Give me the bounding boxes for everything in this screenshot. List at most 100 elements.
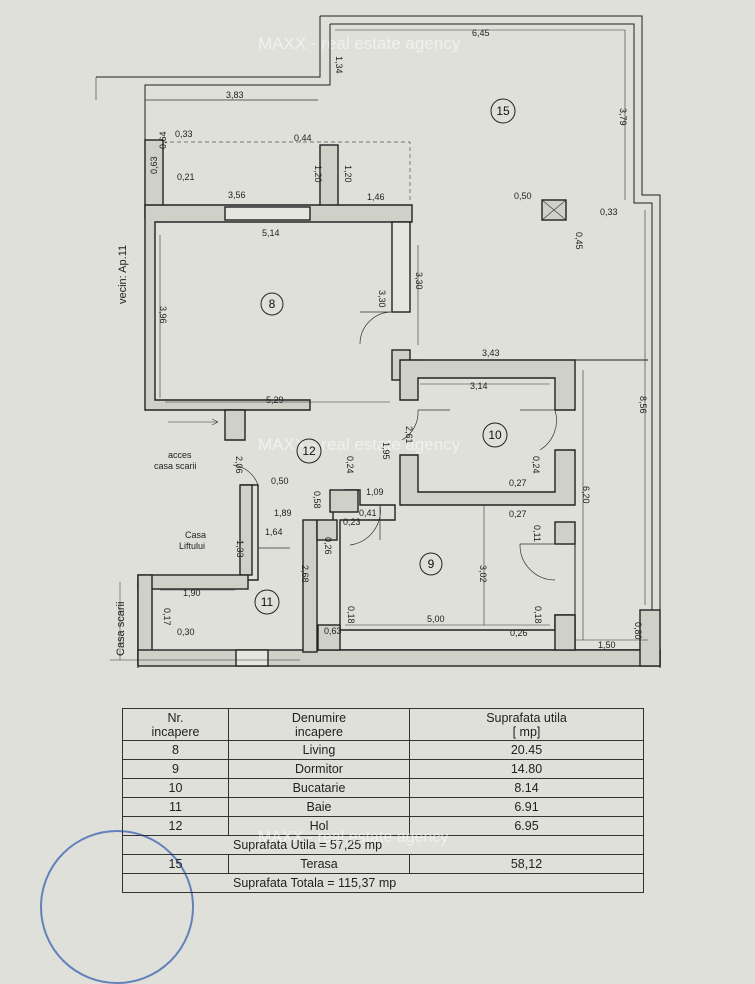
access-label-1: acces (168, 450, 192, 460)
window-living-right (391, 221, 411, 313)
svg-text:0,45: 0,45 (574, 232, 584, 250)
wall-bed-left (317, 624, 341, 651)
access-label-2: casa scarii (154, 461, 197, 471)
wall-terrace-corner (639, 609, 661, 667)
floor-plan: MAXX - real estate agency MAXX - real es… (95, 15, 661, 668)
wall-bottom (137, 649, 661, 667)
window-living (224, 206, 311, 221)
svg-text:5,14: 5,14 (262, 228, 280, 238)
svg-text:3,02: 3,02 (478, 565, 488, 583)
svg-text:3,83: 3,83 (226, 90, 244, 100)
svg-text:3,96: 3,96 (158, 306, 168, 324)
svg-text:0,27: 0,27 (509, 478, 527, 488)
svg-text:2,68: 2,68 (300, 565, 310, 583)
lift-house-label-1: Casa (185, 530, 206, 540)
svg-text:0,58: 0,58 (312, 491, 322, 509)
svg-text:6,45: 6,45 (472, 28, 490, 38)
room-12-marker: 12 (296, 438, 322, 464)
svg-text:3,30: 3,30 (414, 272, 424, 290)
wall-kitchen-bottom (399, 449, 576, 506)
stair-house-label: Casa scarii (115, 602, 127, 656)
svg-text:0,63: 0,63 (149, 156, 159, 174)
door-bedroom (349, 504, 381, 546)
svg-text:15: 15 (496, 104, 510, 118)
svg-text:0,50: 0,50 (271, 476, 289, 486)
svg-text:0,24: 0,24 (345, 456, 355, 474)
svg-text:0,33: 0,33 (600, 207, 618, 217)
room-15-marker: 15 (490, 98, 516, 124)
wall-living (144, 204, 413, 411)
svg-text:8: 8 (269, 297, 276, 311)
neighbor-label: vecin: Ap.11 (117, 245, 129, 304)
wall-bath-right (302, 519, 318, 653)
svg-text:2,61: 2,61 (404, 426, 414, 444)
svg-text:0,64: 0,64 (158, 131, 168, 149)
door-kitchen-right (520, 409, 557, 451)
svg-text:1,33: 1,33 (235, 540, 245, 558)
svg-text:1,89: 1,89 (274, 508, 292, 518)
svg-text:3,56: 3,56 (228, 190, 246, 200)
svg-text:3,43: 3,43 (482, 348, 500, 358)
svg-text:0,80: 0,80 (633, 622, 643, 640)
svg-text:10: 10 (488, 428, 502, 442)
svg-text:0,63: 0,63 (324, 626, 342, 636)
svg-text:2,06: 2,06 (234, 456, 244, 474)
svg-text:1,64: 1,64 (265, 527, 283, 537)
lift-house-label-2: Liftului (179, 541, 205, 551)
svg-text:0,44: 0,44 (294, 133, 312, 143)
svg-text:1,46: 1,46 (367, 192, 385, 202)
svg-text:0,17: 0,17 (162, 608, 172, 626)
svg-text:0,27: 0,27 (509, 509, 527, 519)
svg-text:0,26: 0,26 (323, 537, 333, 555)
svg-text:0,23: 0,23 (343, 517, 361, 527)
svg-text:0,41: 0,41 (359, 508, 377, 518)
watermark-table: MAXX - real estate agency (258, 829, 449, 846)
svg-text:0,50: 0,50 (514, 191, 532, 201)
door-bath (232, 464, 259, 486)
svg-text:1,34: 1,34 (334, 56, 344, 74)
svg-text:0,18: 0,18 (346, 606, 356, 624)
wall-kitchen-right (554, 521, 576, 545)
svg-text:1,09: 1,09 (366, 487, 384, 497)
svg-text:5,00: 5,00 (427, 614, 445, 624)
watermark-top: MAXX - real estate agency (258, 34, 461, 53)
window-bath (235, 649, 269, 667)
svg-text:0,26: 0,26 (510, 628, 528, 638)
wall-bath-top (137, 574, 249, 590)
svg-text:1,20: 1,20 (313, 165, 323, 183)
svg-text:8,56: 8,56 (638, 396, 648, 414)
svg-text:6,20: 6,20 (581, 486, 591, 504)
svg-text:5,29: 5,29 (266, 395, 284, 405)
svg-text:0,18: 0,18 (533, 606, 543, 624)
room-10-marker: 10 (482, 422, 508, 448)
svg-text:9: 9 (428, 557, 435, 571)
svg-text:0,21: 0,21 (177, 172, 195, 182)
dimension-labels: 6,45 1,34 3,83 3,79 0,33 0,44 0,64 0,21 … (149, 28, 648, 650)
svg-text:0,11: 0,11 (532, 525, 542, 542)
wall-bath-corner (316, 519, 338, 541)
wall-kitchen-top (399, 359, 576, 411)
room-8-marker: 8 (260, 292, 284, 316)
svg-text:0,24: 0,24 (531, 456, 541, 474)
room-9-marker: 9 (419, 552, 443, 576)
wall-hall-stub (224, 409, 246, 441)
wall-hall-pillar (329, 489, 359, 513)
svg-text:0,33: 0,33 (175, 129, 193, 139)
door-living (359, 311, 393, 345)
svg-text:3,79: 3,79 (618, 108, 628, 126)
svg-text:12: 12 (302, 444, 316, 458)
wall-bed-right (554, 614, 576, 651)
wall-lift-right (239, 484, 253, 576)
table-total-totala: Suprafata Totala = 115,37 mp (122, 873, 644, 893)
svg-text:1,20: 1,20 (343, 165, 353, 183)
svg-text:11: 11 (261, 595, 274, 609)
svg-text:3,14: 3,14 (470, 381, 488, 391)
svg-text:1,90: 1,90 (183, 588, 201, 598)
